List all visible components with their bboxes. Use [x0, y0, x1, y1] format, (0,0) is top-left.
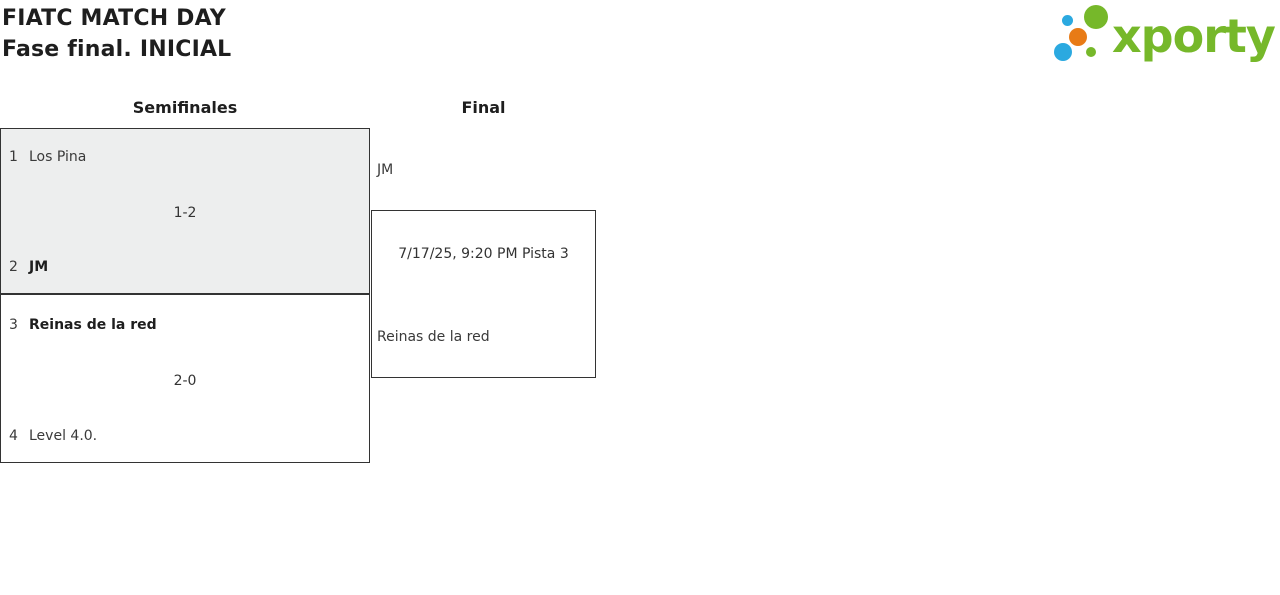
match-score: 1-2 [173, 205, 197, 221]
logo-dot-icon [1054, 43, 1072, 61]
team-seed: 3 [9, 317, 18, 333]
final-team-bottom: Reinas de la red [377, 329, 490, 345]
phase-subtitle: Fase final. INICIAL [2, 37, 232, 62]
page-header: FIATC MATCH DAY Fase final. INICIAL [2, 3, 231, 65]
tournament-title: FIATC MATCH DAY [2, 6, 226, 31]
team-row: 1 Los Pina [9, 147, 361, 167]
match-semifinal-1[interactable]: 1 Los Pina 1-2 2 JM [0, 128, 370, 294]
logo-wordmark: xporty [1112, 9, 1276, 63]
logo-dot-icon [1062, 15, 1073, 26]
team-row: 3 Reinas de la red [9, 315, 361, 335]
team-name: Level 4.0. [29, 428, 98, 444]
team-name: JM [29, 259, 49, 275]
logo-dot-icon [1086, 47, 1096, 57]
xporty-logo[interactable]: xporty [1050, 0, 1280, 72]
round-header-final: Final [461, 98, 506, 117]
final-team-top: JM [377, 162, 394, 178]
match-score: 2-0 [173, 373, 197, 389]
match-final[interactable]: 7/17/25, 9:20 PM Pista 3 [371, 210, 596, 378]
team-name: Los Pina [29, 149, 87, 165]
logo-dot-icon [1084, 5, 1108, 29]
match-semifinal-2[interactable]: 3 Reinas de la red 2-0 4 Level 4.0. [0, 294, 370, 463]
team-seed: 4 [9, 428, 18, 444]
team-row: 4 Level 4.0. [9, 426, 361, 446]
logo-dot-icon [1069, 28, 1087, 46]
match-schedule: 7/17/25, 9:20 PM Pista 3 [398, 246, 569, 262]
team-seed: 2 [9, 259, 18, 275]
team-name: Reinas de la red [29, 317, 157, 333]
round-header-semifinales: Semifinales [132, 98, 238, 117]
team-row: 2 JM [9, 257, 361, 277]
team-seed: 1 [9, 149, 18, 165]
